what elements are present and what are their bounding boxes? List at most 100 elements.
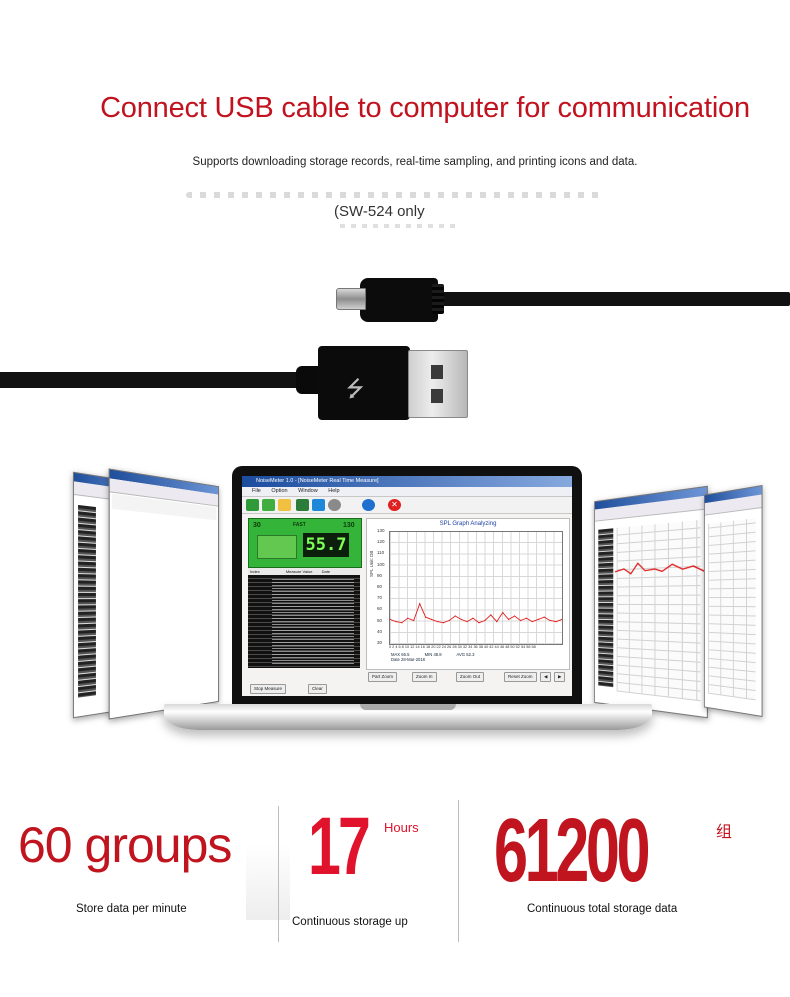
stat-max: 66.5: [401, 652, 410, 657]
lcd-bar: [257, 535, 297, 559]
data-point: [389, 618, 391, 620]
subheadline: Supports downloading storage records, re…: [192, 156, 638, 168]
blurred-text-line: [186, 192, 606, 198]
stat-total-caption: Continuous total storage data: [527, 903, 678, 915]
lcd-high: 130: [343, 522, 355, 529]
menu-item-help[interactable]: Help: [328, 488, 340, 494]
micro-usb-plug: [336, 288, 366, 310]
series-line: [389, 602, 563, 624]
window-title: NoiseMeter 1.0 - [NoiseMeter Real Time M…: [242, 476, 572, 487]
data-point: [460, 618, 462, 620]
graph-stats: MAX 66.5 MIN 48.8 AVG 52.3 Date 28-Mar-2…: [391, 652, 488, 662]
column-header: Date: [321, 569, 331, 574]
y-tick-label: 100: [377, 561, 385, 567]
data-point: [502, 612, 504, 614]
data-point: [525, 617, 528, 619]
data-point: [549, 619, 551, 622]
column-header: Measure Value: [285, 569, 313, 574]
usb-a-housing: [318, 346, 410, 420]
divider: [278, 806, 279, 942]
stat-label: AVG: [456, 652, 466, 657]
y-tick-label: 50: [377, 617, 383, 623]
data-point: [448, 619, 450, 622]
zoom-out-button[interactable]: Zoom Out: [456, 672, 485, 682]
data-point: [519, 619, 522, 622]
clear-button[interactable]: Clear: [308, 684, 327, 694]
stat-total-value: 61200: [494, 801, 651, 901]
measure-table: Index Measure Value Date: [248, 568, 360, 668]
reset-zoom-button[interactable]: Reset Zoom: [504, 672, 537, 682]
column-header: Index: [250, 569, 260, 574]
graph-title: SPL Graph Analyzing: [439, 521, 497, 527]
cable-wire: [440, 292, 790, 306]
plot-area: [389, 531, 563, 645]
data-point: [555, 621, 557, 623]
meter-icon[interactable]: [312, 499, 325, 511]
data-point: [513, 615, 516, 617]
divider: [458, 800, 459, 942]
menu-item-window[interactable]: Window: [298, 488, 318, 494]
decorative-fade: [246, 844, 290, 920]
data-point: [531, 621, 533, 623]
stat-total-unit: 组: [716, 824, 733, 841]
laptop-notch: [360, 704, 456, 710]
stat-hours-unit: Hours: [384, 820, 419, 835]
menu-item-option[interactable]: Option: [271, 488, 288, 494]
part-zoom-button[interactable]: Part Zoom: [368, 672, 398, 682]
data-point: [508, 618, 510, 620]
stat-min: 48.8: [433, 652, 442, 657]
scroll-left-icon[interactable]: ◀: [540, 672, 552, 682]
close-icon[interactable]: ✕: [388, 499, 401, 511]
stat-groups-caption: Store data per minute: [76, 903, 187, 915]
stat-hours-caption: Continuous storage up: [292, 916, 408, 928]
download-icon[interactable]: [262, 499, 275, 511]
usb-a-plug: [408, 350, 468, 418]
y-tick-label: 110: [377, 550, 385, 556]
data-point: [442, 622, 444, 624]
zoom-in-button[interactable]: Zoom In: [412, 672, 437, 682]
plug-hole: [431, 389, 443, 403]
connect-icon[interactable]: [246, 499, 259, 511]
data-point: [543, 616, 545, 618]
data-point: [401, 622, 403, 624]
side-screenshot-right-back: [703, 484, 763, 718]
y-tick-label: 30: [377, 640, 383, 645]
data-point: [436, 621, 439, 623]
micro-usb-housing: [360, 278, 438, 322]
data-point: [395, 621, 397, 623]
data-point: [407, 617, 409, 619]
folder-icon[interactable]: [278, 499, 291, 511]
y-tick-label: 130: [377, 528, 385, 533]
menu-bar: File Option Window Help: [242, 487, 572, 497]
stat-label: MAX: [391, 652, 401, 657]
lcd-low: 30: [253, 522, 261, 529]
lcd-value: 55.7: [303, 533, 349, 557]
info-icon[interactable]: [362, 499, 375, 511]
stop-measure-button[interactable]: Stop Measure: [250, 684, 287, 694]
menu-item-file[interactable]: File: [252, 488, 261, 494]
plug-hole: [431, 365, 443, 379]
lcd-mode: FAST: [293, 522, 306, 528]
stat-hours-value: 17: [308, 801, 371, 892]
noise-meter-app-window: NoiseMeter 1.0 - [NoiseMeter Real Time M…: [242, 476, 572, 696]
data-point: [496, 621, 498, 623]
cable-wire: [0, 372, 300, 388]
lcd-display: 30 FAST 130 55.7: [248, 518, 362, 568]
record-icon[interactable]: [296, 499, 309, 511]
y-axis-label: SPL Unit: DB: [369, 550, 374, 577]
spl-line-chart: [389, 602, 563, 624]
data-point: [466, 621, 468, 623]
usb-symbol-icon: ⭍: [346, 376, 365, 401]
side-screenshot-left-front: [108, 468, 219, 720]
data-point: [484, 619, 486, 622]
gear-icon[interactable]: [328, 499, 341, 511]
y-tick-label: 70: [377, 595, 383, 601]
blurred-text-line: [340, 224, 460, 228]
toolbar: ✕: [242, 497, 572, 514]
data-point: [472, 617, 474, 619]
scroll-right-icon[interactable]: ▶: [554, 672, 566, 682]
micro-usb-grip: [432, 284, 444, 314]
data-point: [424, 616, 427, 618]
stat-label: Date: [391, 657, 400, 662]
